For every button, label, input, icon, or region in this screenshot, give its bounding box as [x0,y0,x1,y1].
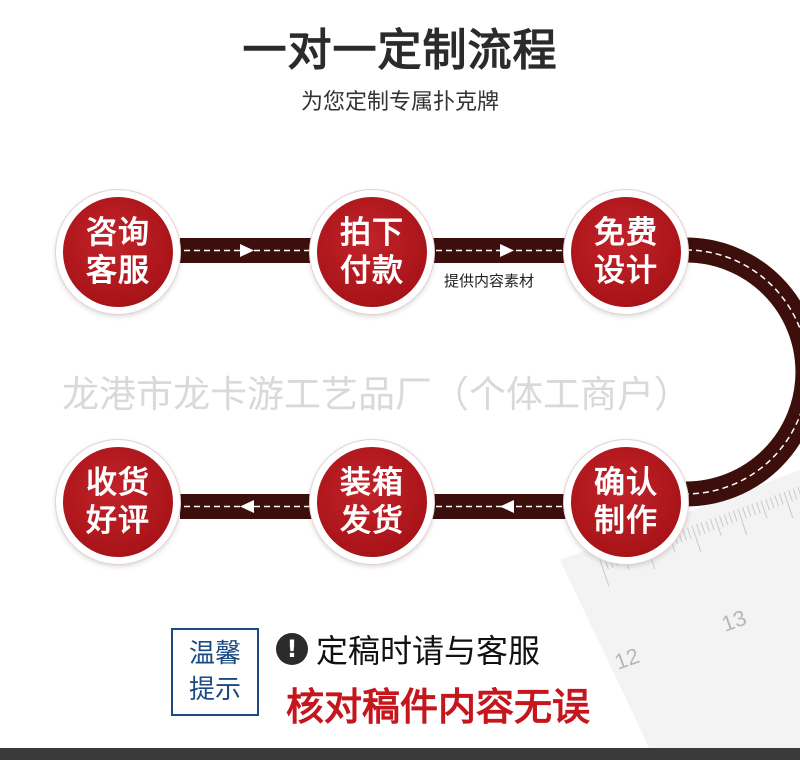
connector-tracks [180,237,800,519]
tip-text: 定稿时请与客服 [316,632,541,670]
ruler-tick [742,507,747,519]
ruler-tick [723,513,729,526]
step-label: 拍下 [340,215,404,251]
step-review: 收货好评 [56,440,180,564]
page-subtitle: 为您定制专属扑克牌 [300,90,499,115]
ruler-tick [599,559,610,587]
ruler-tick [783,491,794,519]
arrow-down-icon [752,372,765,386]
tip-box-label: 温馨 [188,639,241,669]
ruler-tick [746,505,752,517]
connector-note: 提供内容素材 [444,272,535,290]
step-label: 免费 [594,215,658,251]
step-label: 收货 [86,465,150,501]
ruler-tick [769,496,775,509]
step-design: 免费设计 [564,190,688,314]
ruler-tick [714,517,722,536]
ruler-tick [751,503,757,516]
ruler-tick [696,524,701,536]
step-confirm: 确认制作 [564,440,688,564]
exclamation-icon: ! [276,633,308,665]
ruler-tick [792,488,798,500]
page-title: 一对一定制流程 [242,25,558,76]
ruler-tick [737,508,748,536]
ruler-tick [728,512,734,524]
step-ship: 装箱发货 [310,440,434,564]
step-label: 好评 [86,503,150,539]
ruler-tick [778,493,784,505]
step-label: 付款 [340,253,404,289]
tip-box: 温馨 提示 [171,628,259,716]
watermark: 龙港市龙卡游工艺品厂（个体工商户） [62,373,691,416]
step-label: 制作 [594,503,658,539]
ruler-tick [686,527,692,539]
step-label: 确认 [594,465,658,501]
ruler-tick [765,498,770,510]
step-label: 发货 [340,503,404,539]
ruler-tick [760,500,768,519]
ruler-tick [755,502,761,514]
step-consult: 咨询客服 [56,190,180,314]
step-pay: 拍下付款 [310,190,434,314]
ruler-tick [705,520,711,533]
step-label: 装箱 [340,465,404,501]
tip-emphasis: 核对稿件内容无误 [286,685,591,729]
step-label: 客服 [86,253,150,289]
ruler-tick [774,495,780,507]
ruler-tick [691,525,702,553]
ruler-tick [700,522,706,534]
step-label: 设计 [594,253,658,289]
ruler-tick [682,529,688,541]
ruler-tick [788,490,793,502]
arrow-right-icon [240,244,254,257]
tip-box-label: 提示 [188,675,241,705]
ruler-tick [719,515,724,527]
ruler-tick [709,519,715,531]
arrow-right-icon [500,244,514,257]
step-label: 咨询 [86,215,150,251]
arrow-left-icon [500,500,514,513]
bottom-bar [0,748,800,760]
ruler-tick [732,510,738,522]
arrow-left-icon [240,500,254,513]
